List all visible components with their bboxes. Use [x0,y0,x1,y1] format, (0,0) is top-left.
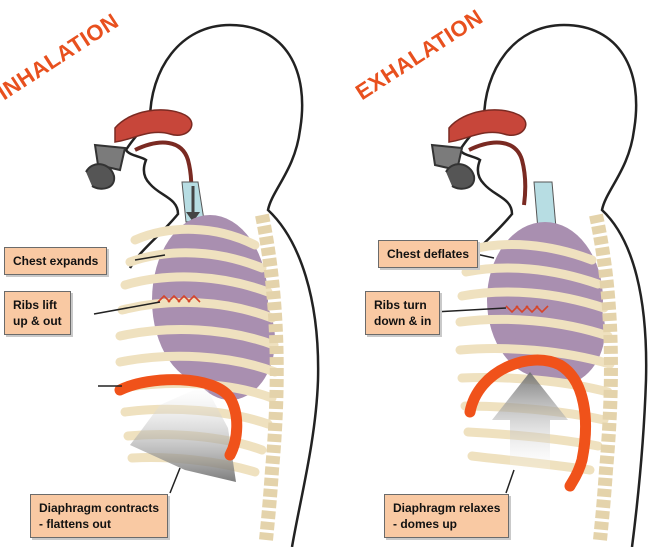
label-text: down & in [374,314,432,329]
label-text: Ribs lift [13,298,57,312]
chest-expands-label: Chest expands [4,247,108,276]
nasal-airway [114,109,194,206]
body-outline [482,23,648,547]
label-text: Diaphragm contracts [39,501,160,515]
rib-motion-marks [505,305,549,314]
label-text: Diaphragm relaxes [393,501,501,515]
leader-lines [433,253,515,494]
rib-motion-marks [157,294,201,303]
body-outline [148,23,320,547]
ribs-turn-label: Ribs turn down & in [365,291,441,336]
nasal-mask [430,143,476,190]
nasal-airway [448,109,528,206]
airflow-arrowhead [186,212,200,222]
label-text: Chest expands [13,254,99,268]
exhalation-figure [430,23,648,547]
label-text: - domes up [393,517,458,532]
face-outline [124,119,180,269]
label-text: up & out [13,314,62,329]
label-text: - flattens out [39,517,111,532]
label-text: Chest deflates [387,247,470,261]
nasal-mask [85,143,127,190]
spine [255,213,284,541]
spine [589,213,618,541]
diaphragm-relaxes-label: Diaphragm relaxes - domes up [384,494,510,539]
label-text: Ribs turn [374,298,427,312]
leader-lines [93,254,181,494]
diaphragm-line [114,374,243,461]
diaphragm-arrow [130,385,236,482]
ribs-lift-label: Ribs lift up & out [4,291,71,336]
chest-deflates-label: Chest deflates [378,240,479,269]
diaphragm-line [464,354,592,492]
inhalation-figure [85,23,320,547]
diaphragm-arrow [492,372,568,470]
diaphragm-contracts-label: Diaphragm contracts - flattens out [30,494,169,539]
